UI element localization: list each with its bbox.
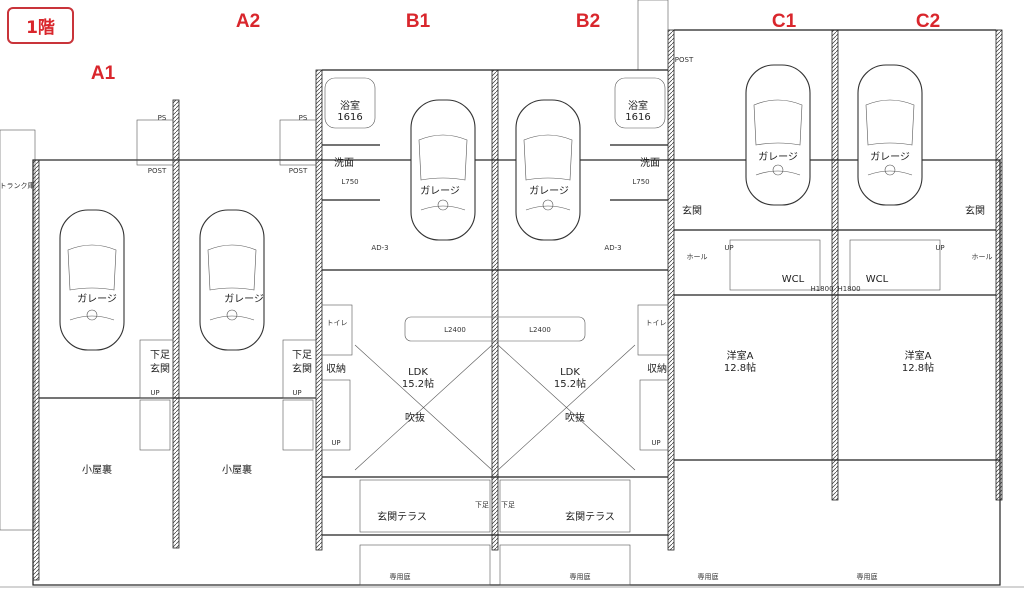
l750-label: L750	[632, 178, 649, 186]
room-ldk: LDK	[560, 367, 580, 378]
up-label: UP	[331, 439, 340, 447]
room-attic: 小屋裏	[222, 463, 252, 476]
ad3-label: AD-3	[371, 244, 388, 252]
atrium-label: 吹抜	[405, 411, 425, 424]
car-b2	[515, 99, 581, 241]
unit-label-a2: A2	[236, 11, 260, 32]
room-garage: ガレージ	[77, 293, 117, 305]
room-entrance: 玄関	[965, 204, 985, 217]
h1800-label: H1800	[837, 285, 860, 293]
room-shoe: 下足	[475, 501, 489, 509]
h1800-label: H1800	[810, 285, 833, 293]
room-entrance: 玄関	[682, 204, 702, 217]
ps-label: PS	[299, 114, 308, 122]
unit-label-a1: A1	[91, 63, 116, 84]
room-private-garden: 専用庭	[857, 572, 878, 581]
atrium-label: 吹抜	[565, 411, 585, 424]
room-hall: ホール	[972, 253, 993, 261]
post-label: POST	[289, 167, 308, 175]
room-storage: 収納	[326, 362, 346, 375]
up-label: UP	[724, 244, 733, 252]
car-c2	[857, 64, 923, 206]
room-private-garden: 専用庭	[698, 572, 719, 581]
western-size: 12.8帖	[724, 361, 756, 374]
room-private-garden: 専用庭	[390, 572, 411, 581]
car-a1	[59, 209, 125, 351]
room-garage: ガレージ	[529, 185, 569, 197]
room-wcl: WCL	[866, 274, 889, 285]
post-label: POST	[675, 56, 694, 64]
room-bath: 浴室	[340, 99, 360, 112]
room-entrance: 玄関	[150, 362, 170, 375]
room-western: 洋室A	[727, 349, 754, 362]
car-c1	[745, 64, 811, 206]
kitchen-label: L2400	[529, 326, 551, 334]
post-label: POST	[148, 167, 167, 175]
room-private-garden: 専用庭	[570, 572, 591, 581]
ad3-label: AD-3	[604, 244, 621, 252]
interior-walls	[39, 29, 1000, 586]
l750-label: L750	[341, 178, 358, 186]
room-shoe: 下足	[501, 501, 515, 509]
bath-size: 1616	[337, 112, 362, 123]
room-shoe: 下足	[150, 349, 170, 361]
western-size: 12.8帖	[902, 361, 934, 374]
car-b1	[410, 99, 476, 241]
unit-label-b2: B2	[576, 11, 600, 32]
up-label: UP	[292, 389, 301, 397]
room-garage: ガレージ	[224, 293, 264, 305]
unit-label-c1: C1	[772, 11, 797, 32]
ldk-size: 15.2帖	[554, 377, 586, 390]
kitchen-label: L2400	[444, 326, 466, 334]
room-toilet: トイレ	[646, 319, 667, 327]
room-garage: ガレージ	[420, 185, 460, 197]
bath-size: 1616	[625, 112, 650, 123]
room-attic: 小屋裏	[82, 463, 112, 476]
room-garage: ガレージ	[758, 151, 798, 163]
room-washroom: 洗面	[334, 157, 354, 169]
room-western: 洋室A	[905, 349, 932, 362]
up-label: UP	[935, 244, 944, 252]
unit-label-c2: C2	[916, 11, 940, 32]
room-ldk: LDK	[408, 367, 428, 378]
up-label: UP	[651, 439, 660, 447]
unit-label-b1: B1	[406, 11, 431, 32]
ps-label: PS	[158, 114, 167, 122]
car-a2	[199, 209, 265, 351]
room-hall: ホール	[687, 253, 708, 261]
room-toilet: トイレ	[327, 319, 348, 327]
room-washroom: 洗面	[640, 157, 660, 169]
up-label: UP	[150, 389, 159, 397]
room-wcl: WCL	[782, 274, 805, 285]
room-shoe: 下足	[292, 349, 312, 361]
room-storage: 収納	[647, 362, 667, 375]
room-bath: 浴室	[628, 99, 648, 112]
room-entrance: 玄関	[292, 362, 312, 375]
trunk-room-label: トランク庫	[0, 181, 35, 190]
floor-badge: 1階	[7, 7, 74, 44]
ldk-size: 15.2帖	[402, 377, 434, 390]
room-entrance-terrace: 玄関テラス	[565, 510, 615, 523]
room-entrance-terrace: 玄関テラス	[377, 510, 427, 523]
room-garage: ガレージ	[870, 151, 910, 163]
